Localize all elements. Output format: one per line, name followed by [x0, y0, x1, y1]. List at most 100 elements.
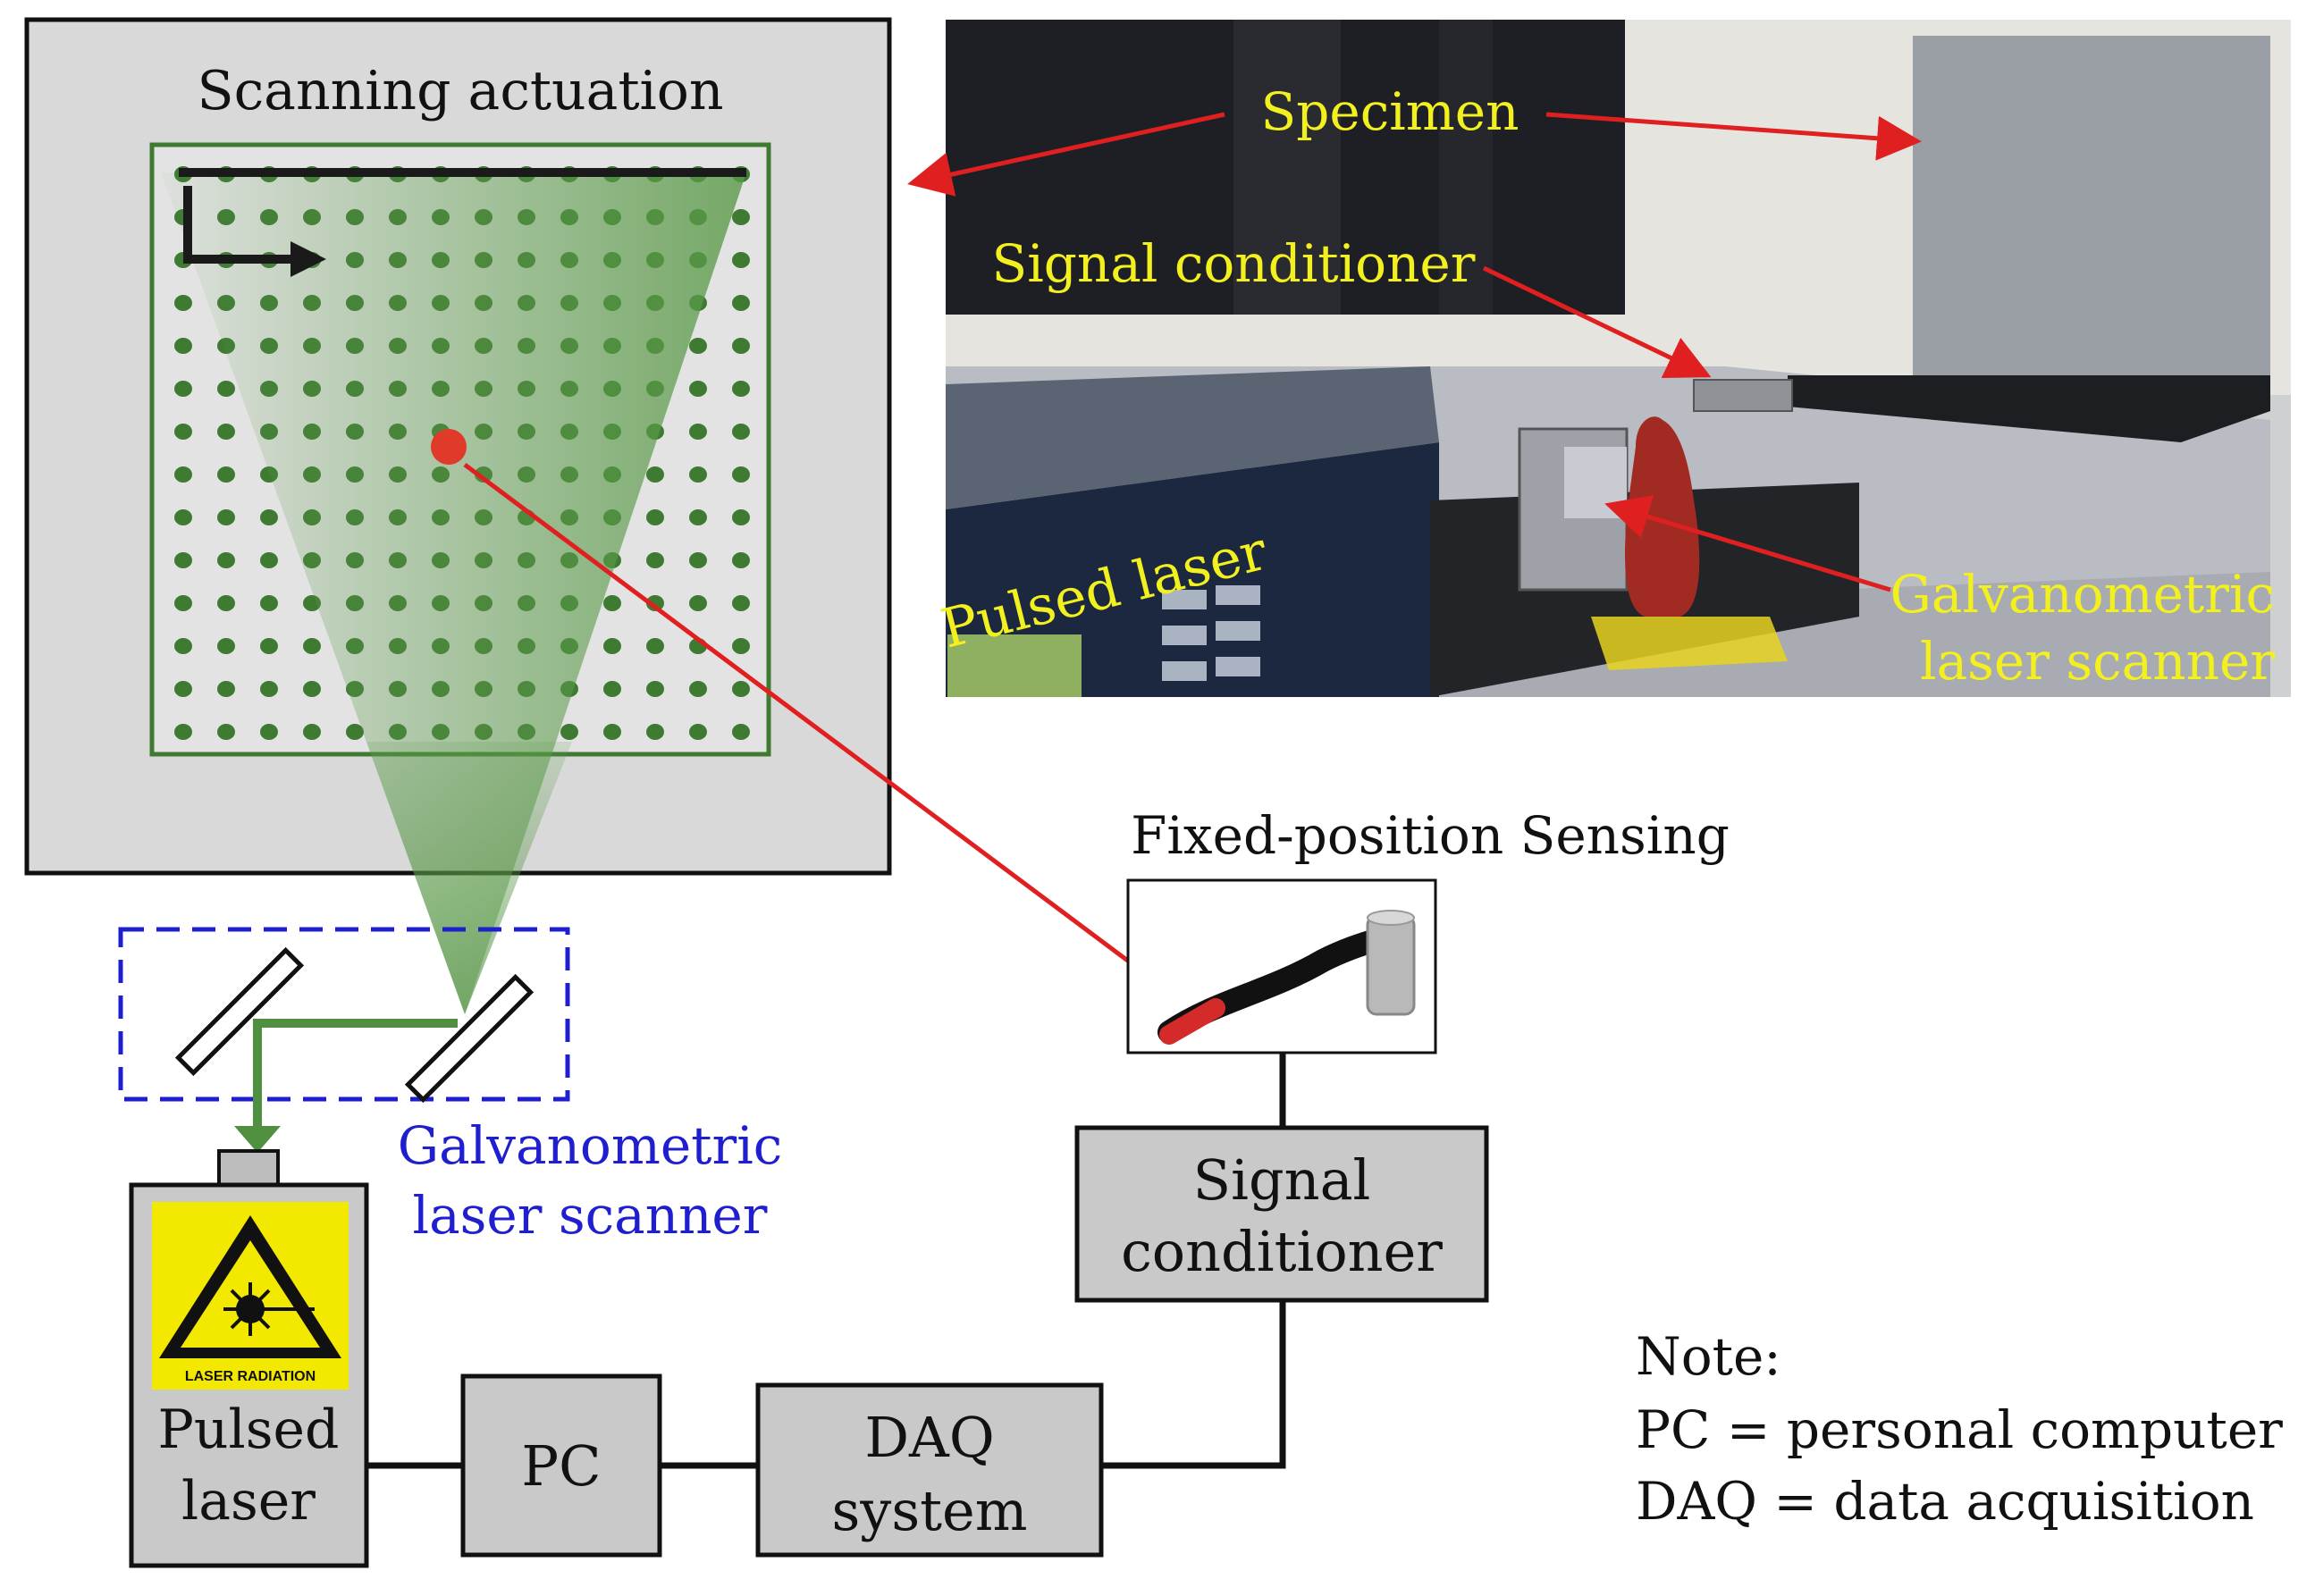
photo-label-signal-conditioner: Signal conditioner [992, 233, 1476, 294]
scan-point [732, 295, 750, 311]
scan-point [603, 638, 621, 654]
scan-point [689, 424, 707, 440]
scan-point [174, 595, 192, 611]
scan-point [689, 381, 707, 397]
galvo-label-line1: Galvanometric [398, 1115, 782, 1176]
daq-block: DAQ system [755, 1382, 1104, 1558]
scan-point [689, 552, 707, 568]
scan-point [260, 681, 278, 697]
laser-warning-text: LASER RADIATION [185, 1369, 316, 1384]
photo-label-galvo-line2: laser scanner [1920, 631, 2275, 692]
scan-point [303, 681, 321, 697]
scan-point [217, 466, 235, 483]
scan-point [732, 638, 750, 654]
scan-point [174, 552, 192, 568]
scan-point [174, 295, 192, 311]
scan-point [732, 252, 750, 268]
scan-point [689, 595, 707, 611]
scan-point [732, 209, 750, 225]
scan-point [732, 724, 750, 740]
scan-point [689, 509, 707, 525]
laser-beam-cone [161, 172, 746, 1014]
photo-pointer-arrows [907, 112, 1922, 592]
sensor-box [1126, 878, 1437, 1054]
scan-point [646, 724, 664, 740]
scan-point [646, 681, 664, 697]
daq-label-line1: DAQ [864, 1405, 994, 1470]
specimen-plate [1913, 36, 2270, 411]
scan-point [174, 424, 192, 440]
signal-conditioner-block: Signal conditioner [1074, 1125, 1489, 1303]
note-line1: PC = personal computer [1636, 1399, 2283, 1460]
laser-spot [431, 429, 467, 465]
scan-point [260, 595, 278, 611]
scan-point [174, 338, 192, 354]
note-title: Note: [1636, 1326, 1781, 1387]
scan-point [732, 595, 750, 611]
galvo-mirror-right [404, 973, 535, 1104]
scan-point [732, 466, 750, 483]
pulsed-laser-block: LASER RADIATION Pulsed laser [129, 1149, 369, 1568]
photo-label-galvo-line1: Galvanometric [1890, 564, 2275, 625]
scan-point [174, 509, 192, 525]
photo-label-specimen: Specimen [1261, 81, 1519, 142]
scan-point [732, 381, 750, 397]
pulsed-laser-label-line2: laser [181, 1470, 316, 1533]
scan-point [732, 681, 750, 697]
signal-conditioner-label-line1: Signal [1193, 1147, 1371, 1213]
scan-point [217, 424, 235, 440]
galvo-mirror-left [174, 946, 305, 1077]
scan-path-arrow [179, 168, 746, 277]
scan-point [217, 381, 235, 397]
wave-path-line [463, 462, 1141, 972]
scan-point [646, 638, 664, 654]
scan-point [646, 595, 664, 611]
scan-point [732, 552, 750, 568]
galvo-scanner-box [118, 927, 570, 1153]
scan-point [260, 724, 278, 740]
scan-point [260, 638, 278, 654]
scan-point [260, 509, 278, 525]
note-line2: DAQ = data acquisition [1636, 1471, 2254, 1532]
galvo-label-line2: laser scanner [413, 1185, 768, 1246]
signal-connectors [366, 1053, 1286, 1469]
laser-instrument [946, 442, 1439, 697]
scan-point [217, 724, 235, 740]
lab-setup-photo: Specimen Signal conditioner Pulsed laser… [907, 20, 2291, 697]
scan-point [174, 466, 192, 483]
scan-point [689, 338, 707, 354]
scan-point [689, 681, 707, 697]
scan-point [603, 681, 621, 697]
scan-point [217, 552, 235, 568]
scan-point [689, 466, 707, 483]
scan-point [174, 681, 192, 697]
pulsed-laser-label-line1: Pulsed [158, 1399, 340, 1461]
scan-point [346, 724, 364, 740]
pc-label: PC [521, 1433, 601, 1499]
laser-radiation-icon [223, 1282, 315, 1336]
scan-point [174, 724, 192, 740]
scan-point [217, 595, 235, 611]
daq-label-line2: system [831, 1478, 1027, 1543]
scan-point [646, 509, 664, 525]
scanning-actuation-panel: Scanning actuation [24, 17, 892, 1014]
pc-block: PC [460, 1373, 662, 1558]
scan-point [217, 638, 235, 654]
scan-point [646, 552, 664, 568]
scan-point [560, 724, 578, 740]
scan-point [603, 595, 621, 611]
scan-point [174, 638, 192, 654]
scan-point [732, 424, 750, 440]
scanning-panel-title: Scanning actuation [197, 60, 723, 122]
scan-point [303, 638, 321, 654]
scan-point [646, 466, 664, 483]
scan-point [732, 338, 750, 354]
scan-point [174, 381, 192, 397]
scan-point [217, 509, 235, 525]
scan-point [217, 681, 235, 697]
scan-point [260, 552, 278, 568]
sensor-icon [1158, 910, 1416, 1045]
scan-point [689, 724, 707, 740]
scan-point [603, 724, 621, 740]
